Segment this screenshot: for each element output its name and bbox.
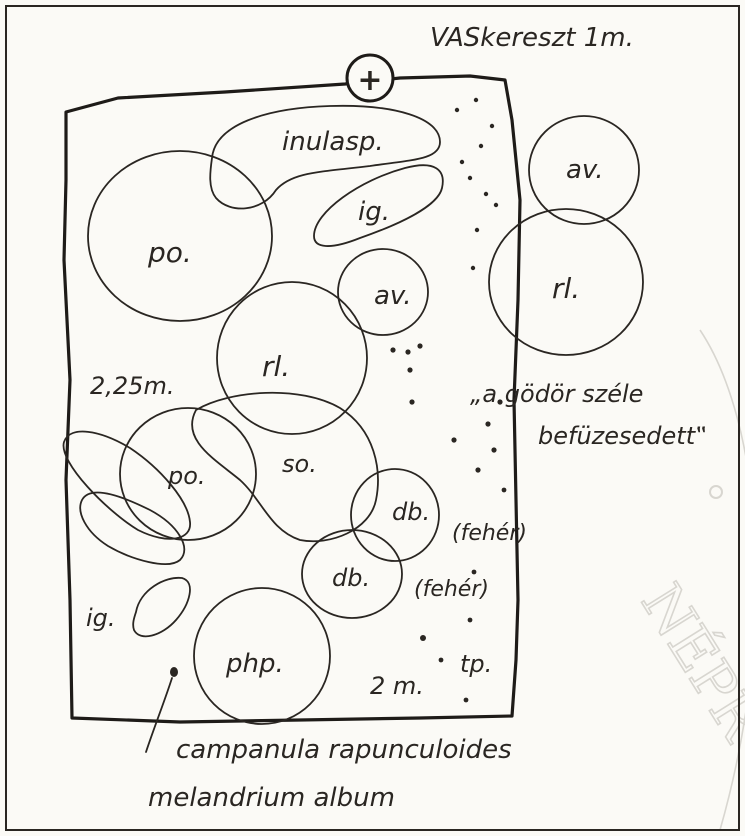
measure-left: 2,25m. xyxy=(90,372,174,400)
label-av-right: av. xyxy=(566,155,603,185)
label-ig-left: ig. xyxy=(86,604,116,632)
outer-frame xyxy=(5,5,740,831)
cross-symbol: + xyxy=(357,63,382,98)
measure-bottom: 2 m. xyxy=(370,672,424,700)
label-php: php. xyxy=(225,649,284,679)
patch-inula xyxy=(209,104,441,210)
watermark-stamp: NÉPR xyxy=(627,329,745,831)
label-so: so. xyxy=(282,450,317,478)
legend-line2: melandrium album xyxy=(148,783,395,813)
label-db-lower: db. xyxy=(332,564,370,592)
patch-rl-center xyxy=(216,281,368,435)
patch-left-oval-2 xyxy=(79,491,186,565)
label-rl-center: rl. xyxy=(262,350,290,383)
label-ig-top: ig. xyxy=(358,197,390,227)
iron-cross-marker: + xyxy=(345,53,395,103)
watermark-text: NÉPR xyxy=(628,572,745,753)
patch-db-lower xyxy=(301,529,403,619)
pit-note-line1: „a gödör széle xyxy=(470,380,643,408)
watermark-dot xyxy=(709,485,723,499)
patch-po-left xyxy=(119,407,257,541)
pit-note-line2: befüzesedett‟ xyxy=(538,422,708,450)
patch-ig-left xyxy=(132,577,191,638)
title-text: VASkereszt 1m. xyxy=(430,23,634,53)
patch-av-center xyxy=(337,248,429,336)
plot-boundary xyxy=(62,74,522,724)
pit-dots xyxy=(390,97,507,703)
patch-ig-top xyxy=(313,164,444,247)
watermark-arc xyxy=(699,329,745,831)
patch-rl-right xyxy=(488,208,644,356)
patch-so xyxy=(191,391,379,543)
patch-av-right xyxy=(528,115,640,225)
feher-label-2: (fehér) xyxy=(414,577,489,602)
label-po-top: po. xyxy=(147,236,192,269)
label-po-left: po. xyxy=(167,462,206,490)
patch-php xyxy=(193,587,331,725)
legend-line1: campanula rapunculoides xyxy=(176,735,512,765)
patch-left-oval-1 xyxy=(62,430,191,540)
label-av-center: av. xyxy=(374,281,411,311)
patch-po-top xyxy=(87,150,273,322)
label-inula: inulasp. xyxy=(282,127,384,157)
label-rl-right: rl. xyxy=(552,272,580,305)
feher-label-1: (fehér) xyxy=(452,521,527,546)
label-tp: tp. xyxy=(460,650,492,678)
label-db-right: db. xyxy=(392,498,430,526)
patch-db-right xyxy=(350,468,440,562)
campanula-marker xyxy=(170,667,178,677)
campanula-pointer-line xyxy=(145,677,173,753)
